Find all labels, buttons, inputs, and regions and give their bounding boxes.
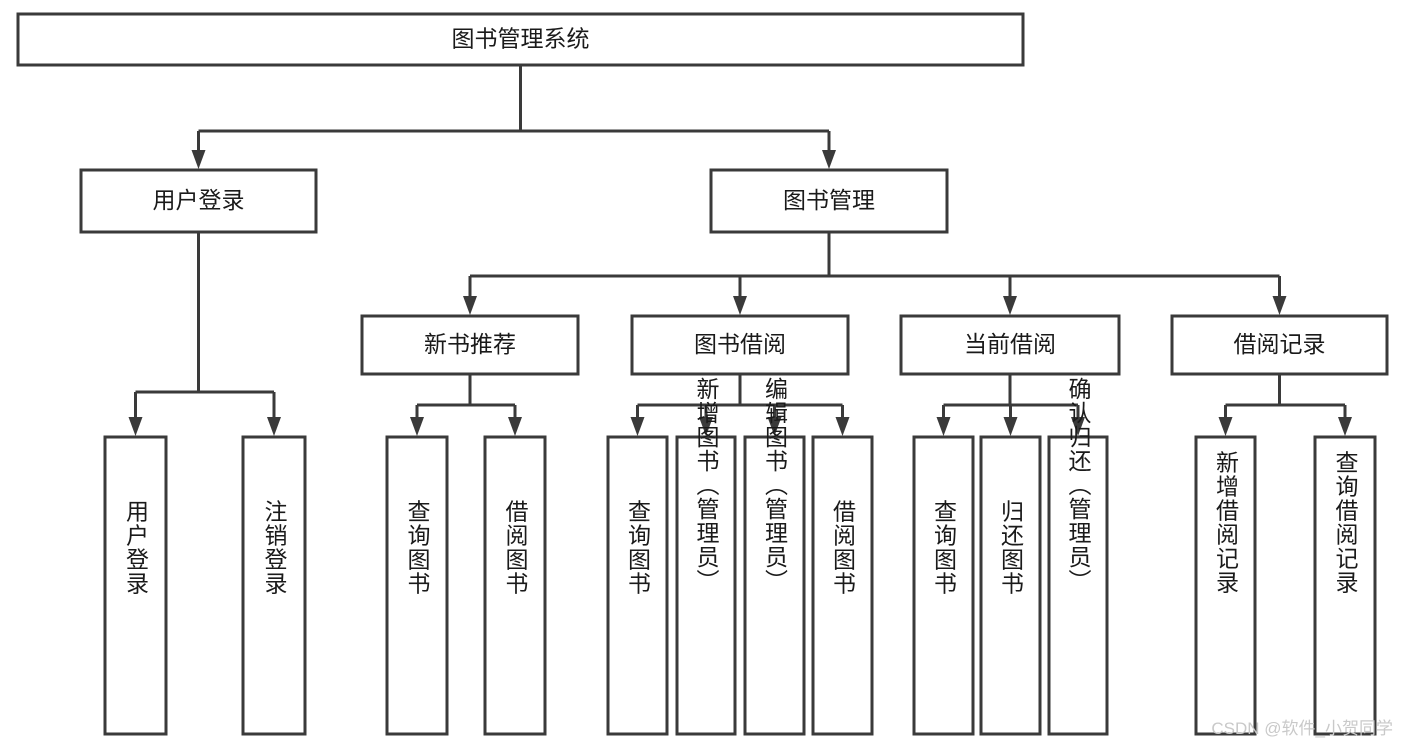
node-leaf-confirm-return-admin[interactable]: 确认归还（管理员） [1047, 377, 1109, 736]
node-leaf-query-book-2-label: 查询图书 [625, 500, 652, 596]
node-leaf-user-login-label: 用户登录 [123, 500, 150, 596]
arrow-head-icon [699, 417, 713, 436]
node-root-system[interactable]: 图书管理系统 [16, 12, 1025, 67]
arrow-head-icon [936, 417, 951, 436]
node-leaf-borrow-book-1-label: 借阅图书 [502, 500, 529, 596]
csdn-watermark: CSDN @软件_小贺同学 [1211, 719, 1393, 738]
node-leaf-add-borrow-record-box[interactable] [1194, 435, 1257, 736]
node-user-login-box[interactable] [79, 168, 318, 234]
node-layer: 图书管理系统用户登录图书管理新书推荐图书借阅当前借阅借阅记录用户登录注销登录查询… [16, 12, 1389, 736]
node-user-login-label: 用户登录 [153, 187, 245, 213]
node-leaf-edit-book-admin[interactable]: 编辑图书（管理员） [743, 377, 806, 736]
node-leaf-query-book-3[interactable]: 查询图书 [912, 435, 975, 736]
node-leaf-return-book[interactable]: 归还图书 [979, 435, 1042, 736]
node-leaf-edit-book-admin-label: 编辑图书（管理员） [762, 377, 789, 593]
node-leaf-query-book-1-label: 查询图书 [404, 500, 431, 596]
node-leaf-add-book-admin-label: 新增图书（管理员） [693, 377, 720, 593]
node-new-book-recommend[interactable]: 新书推荐 [360, 314, 580, 376]
node-leaf-confirm-return-admin-label: 确认归还（管理员） [1065, 377, 1092, 593]
node-leaf-add-book-admin-box[interactable] [675, 435, 737, 736]
node-leaf-borrow-book-2-box[interactable] [811, 435, 874, 736]
node-leaf-logout-login-label: 注销登录 [261, 500, 288, 596]
arrow-head-icon [463, 296, 477, 315]
arrow-head-icon [410, 417, 424, 436]
node-user-login[interactable]: 用户登录 [79, 168, 318, 234]
node-leaf-return-book-label: 归还图书 [998, 500, 1025, 596]
node-leaf-borrow-book-1-box[interactable] [483, 435, 547, 736]
arrow-head-icon [508, 417, 522, 436]
node-leaf-user-login[interactable]: 用户登录 [103, 435, 168, 736]
node-leaf-query-book-3-label: 查询图书 [931, 500, 958, 596]
node-leaf-logout-login[interactable]: 注销登录 [241, 435, 307, 736]
arrow-head-icon [733, 296, 747, 315]
node-root-system-box[interactable] [16, 12, 1025, 67]
node-book-manage[interactable]: 图书管理 [709, 168, 949, 234]
node-leaf-query-borrow-record[interactable]: 查询借阅记录 [1313, 435, 1377, 736]
connector-layer [128, 65, 1352, 436]
arrow-head-icon [191, 150, 206, 169]
arrow-head-icon [630, 417, 645, 436]
node-leaf-borrow-book-1[interactable]: 借阅图书 [483, 435, 547, 736]
node-leaf-return-book-box[interactable] [979, 435, 1042, 736]
node-current-borrow[interactable]: 当前借阅 [899, 314, 1121, 376]
node-leaf-query-book-1[interactable]: 查询图书 [385, 435, 449, 736]
node-leaf-query-book-2-box[interactable] [606, 435, 669, 736]
node-book-borrow[interactable]: 图书借阅 [630, 314, 850, 376]
node-book-manage-label: 图书管理 [783, 187, 875, 213]
node-leaf-query-book-1-box[interactable] [385, 435, 449, 736]
node-root-system-label: 图书管理系统 [452, 26, 590, 52]
node-book-borrow-label: 图书借阅 [694, 331, 786, 357]
node-leaf-add-book-admin[interactable]: 新增图书（管理员） [675, 377, 737, 736]
arrow-head-icon [1338, 417, 1352, 436]
arrow-head-icon [835, 417, 850, 436]
node-book-manage-box[interactable] [709, 168, 949, 234]
arrow-head-icon [1272, 296, 1287, 315]
node-leaf-query-borrow-record-box[interactable] [1313, 435, 1377, 736]
node-leaf-add-borrow-record-label: 新增借阅记录 [1213, 451, 1240, 595]
node-leaf-borrow-book-2-label: 借阅图书 [830, 500, 857, 596]
arrow-head-icon [1003, 296, 1017, 315]
node-leaf-query-borrow-record-label: 查询借阅记录 [1332, 451, 1359, 595]
node-current-borrow-box[interactable] [899, 314, 1121, 376]
node-leaf-edit-book-admin-box[interactable] [743, 435, 806, 736]
arrow-head-icon [267, 417, 281, 436]
node-new-book-recommend-box[interactable] [360, 314, 580, 376]
node-leaf-add-borrow-record[interactable]: 新增借阅记录 [1194, 435, 1257, 736]
node-borrow-record-label: 借阅记录 [1234, 331, 1326, 357]
node-leaf-user-login-box[interactable] [103, 435, 168, 736]
node-leaf-borrow-book-2[interactable]: 借阅图书 [811, 435, 874, 736]
arrow-head-icon [822, 150, 836, 169]
node-book-borrow-box[interactable] [630, 314, 850, 376]
node-leaf-logout-login-box[interactable] [241, 435, 307, 736]
node-borrow-record-box[interactable] [1170, 314, 1389, 376]
arrow-head-icon [128, 417, 143, 436]
node-leaf-query-book-2[interactable]: 查询图书 [606, 435, 669, 736]
node-leaf-confirm-return-admin-box[interactable] [1047, 435, 1109, 736]
arrow-head-icon [1003, 417, 1018, 436]
node-borrow-record[interactable]: 借阅记录 [1170, 314, 1389, 376]
arrow-head-icon [767, 417, 782, 436]
arrow-head-icon [1071, 417, 1085, 436]
node-current-borrow-label: 当前借阅 [964, 331, 1056, 357]
arrow-head-icon [1218, 417, 1233, 436]
node-leaf-query-book-3-box[interactable] [912, 435, 975, 736]
node-new-book-recommend-label: 新书推荐 [424, 331, 516, 357]
